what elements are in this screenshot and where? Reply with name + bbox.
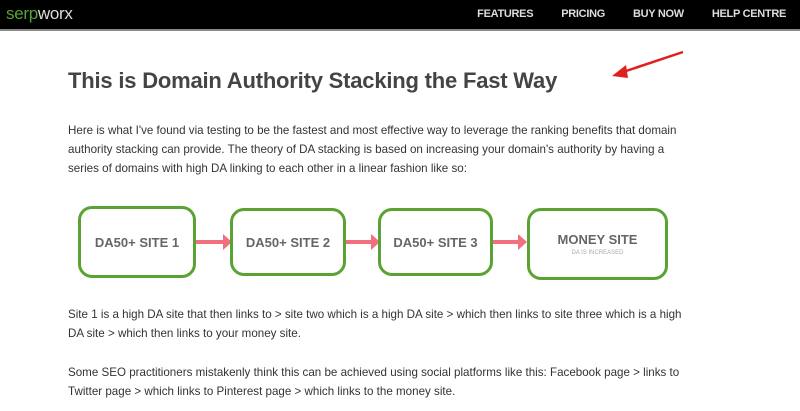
arrow-icon (196, 234, 232, 250)
intro-paragraph: Here is what I've found via testing to b… (68, 124, 677, 175)
diagram-box-site-3: DA50+ SITE 3 (378, 208, 493, 276)
nav-buy-now[interactable]: BUY NOW (633, 8, 684, 20)
nav-features[interactable]: FEATURES (477, 8, 534, 20)
paragraph-3: Some SEO practitioners mistakenly think … (68, 366, 680, 398)
arrow-icon (493, 234, 527, 250)
paragraph-2: Site 1 is a high DA site that then links… (68, 308, 682, 340)
page-title: This is Domain Authority Stacking the Fa… (68, 68, 558, 93)
top-nav: serpworx FEATURES PRICING BUY NOW HELP C… (0, 0, 800, 31)
diagram-box-site-1: DA50+ SITE 1 (78, 206, 196, 278)
nav-pricing[interactable]: PRICING (561, 8, 605, 20)
red-arrow-annotation-icon (612, 50, 684, 78)
arrow-icon (346, 234, 380, 250)
nav-help-centre[interactable]: HELP CENTRE (711, 8, 786, 20)
diagram-box-site-2: DA50+ SITE 2 (230, 208, 346, 276)
logo[interactable]: serpworx (6, 4, 73, 23)
